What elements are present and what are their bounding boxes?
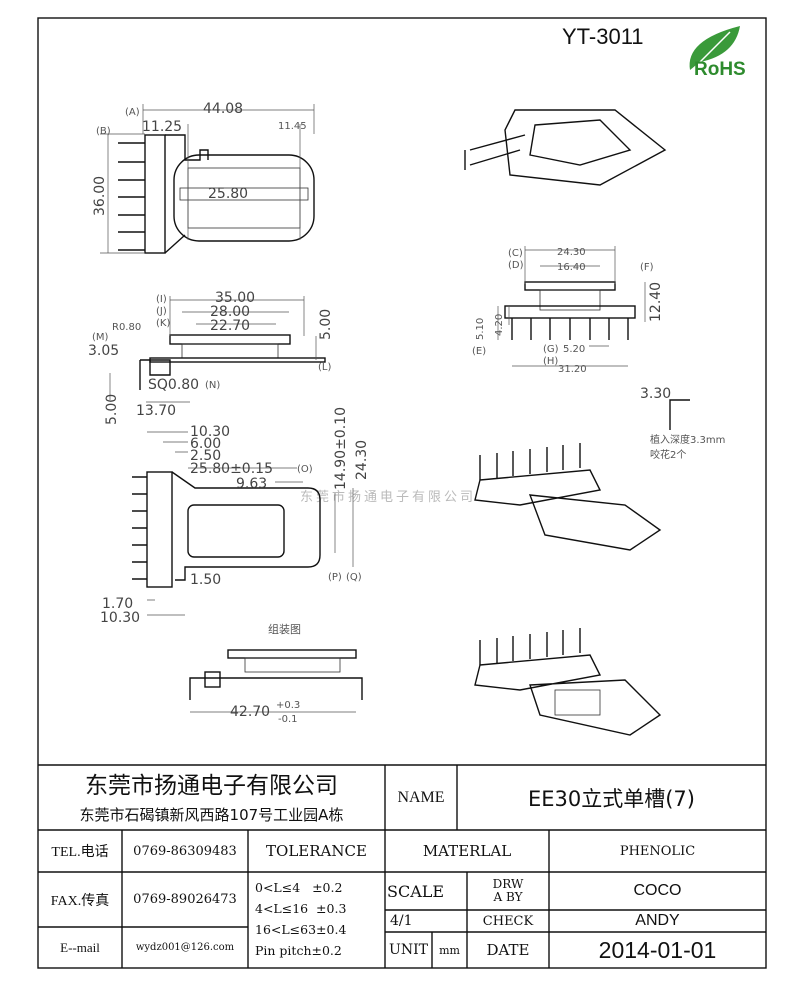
svg-text:3.30: 3.30 (640, 386, 671, 402)
company-name: 东莞市扬通电子有限公司 (85, 773, 338, 799)
rohs-logo: RoHS (689, 26, 746, 80)
svg-text:组装图: 组装图 (268, 622, 301, 636)
assembly-view: 组装图 42.70 +0.3 -0.1 (189, 622, 363, 725)
isometric-view-middle (474, 443, 662, 551)
svg-text:42.70: 42.70 (230, 704, 270, 720)
svg-text:(M): (M) (92, 332, 109, 343)
svg-text:28.00: 28.00 (210, 304, 250, 320)
top-view: (A) (B) 44.08 11.25 11.45 25.80 36.00 (92, 101, 315, 254)
svg-text:(L): (L) (318, 362, 331, 373)
scale-label: SCALE (387, 881, 445, 901)
svg-text:植入深度3.3mm: 植入深度3.3mm (650, 433, 725, 446)
svg-text:(K): (K) (156, 318, 170, 329)
watermark: 东莞市扬通电子有限公司 (300, 489, 476, 504)
svg-text:6.00: 6.00 (190, 436, 221, 452)
svg-text:5.10: 5.10 (475, 318, 486, 340)
drawn-by-value: COCO (633, 882, 682, 899)
svg-text:4.20: 4.20 (494, 314, 505, 336)
svg-text:(P): (P) (328, 572, 342, 583)
svg-text:R0.80: R0.80 (112, 322, 141, 333)
front-view: (C) (D) (E) (F) (G) (H) 24.30 16.40 12.4… (472, 246, 664, 375)
bottom-view: 10.30 6.00 2.50 25.80±0.15 (O) 9.63 14.9… (100, 407, 370, 626)
svg-text:10.30: 10.30 (100, 610, 140, 626)
date-label: DATE (486, 941, 530, 959)
svg-text:(Q): (Q) (346, 572, 362, 583)
svg-text:(I): (I) (156, 294, 167, 305)
svg-text:(G): (G) (543, 344, 559, 355)
svg-text:(E): (E) (472, 346, 486, 357)
svg-text:(N): (N) (205, 380, 220, 391)
svg-text:5.20: 5.20 (563, 344, 585, 355)
svg-text:22.70: 22.70 (210, 318, 250, 334)
svg-text:16.40: 16.40 (557, 262, 586, 273)
sheet-border (37, 17, 767, 969)
svg-text:11.25: 11.25 (142, 119, 182, 135)
name-label: NAME (397, 788, 445, 806)
svg-text:(C): (C) (508, 248, 523, 259)
check-value: ANDY (635, 912, 680, 929)
svg-text:36.00: 36.00 (92, 176, 108, 216)
material-value: PHENOLIC (619, 843, 696, 859)
svg-text:咬花2个: 咬花2个 (650, 448, 686, 461)
email-value: wydz001@126.com (135, 942, 235, 953)
side-view: (I) (J) (K) (L) (M) (N) 35.00 28.00 22.7… (88, 290, 334, 425)
svg-text:24.30: 24.30 (354, 440, 370, 480)
tolerance-row: 4<L≤16 ±0.3 (255, 901, 347, 916)
scale-value: 4/1 (390, 913, 413, 929)
svg-text:SQ0.80: SQ0.80 (148, 377, 199, 393)
svg-text:(O): (O) (297, 464, 313, 475)
name-value: EE30立式单槽(7) (527, 786, 695, 811)
svg-text:5.00: 5.00 (318, 309, 334, 340)
svg-text:+0.3: +0.3 (276, 700, 300, 711)
isometric-view-top (464, 109, 667, 186)
tolerance-row: 16<L≤63±0.4 (255, 922, 347, 937)
tolerance-label: TOLERANCE (266, 842, 367, 860)
svg-text:(A): (A) (125, 107, 140, 118)
svg-text:1.50: 1.50 (190, 572, 221, 588)
svg-text:3.05: 3.05 (88, 343, 119, 359)
svg-text:25.80±0.15: 25.80±0.15 (190, 461, 273, 477)
isometric-view-bottom (474, 628, 662, 736)
svg-text:35.00: 35.00 (215, 290, 255, 306)
svg-text:12.40: 12.40 (648, 282, 664, 322)
svg-text:RoHS: RoHS (694, 59, 746, 80)
unit-value: mm (439, 943, 460, 957)
svg-text:9.63: 9.63 (236, 476, 267, 492)
tolerance-row: 0<L≤4 ±0.2 (255, 880, 343, 895)
svg-text:(F): (F) (640, 262, 654, 273)
svg-text:5.00: 5.00 (104, 394, 120, 425)
check-label: CHECK (482, 913, 534, 929)
svg-text:(H): (H) (543, 356, 558, 367)
svg-text:(D): (D) (508, 260, 524, 271)
email-label: E--mail (60, 939, 100, 955)
tel-label: TEL.电话 (51, 845, 109, 860)
date-value: 2014-01-01 (598, 936, 717, 963)
svg-text:44.08: 44.08 (203, 101, 243, 117)
svg-text:2.50: 2.50 (190, 448, 221, 464)
unit-label: UNIT (389, 942, 428, 958)
svg-text:13.70: 13.70 (136, 403, 176, 419)
material-label: MATERLAL (422, 842, 512, 860)
pin-detail: 3.30 植入深度3.3mm 咬花2个 (640, 386, 725, 461)
svg-text:31.20: 31.20 (558, 364, 587, 375)
tel-value: 0769-86309483 (133, 843, 237, 859)
svg-text:24.30: 24.30 (557, 247, 586, 258)
svg-text:(B): (B) (96, 126, 111, 137)
svg-text:(J): (J) (156, 306, 167, 317)
svg-text:10.30: 10.30 (190, 424, 230, 440)
fax-value: 0769-89026473 (133, 892, 237, 907)
title-block-grid (38, 764, 766, 968)
drawn-by-label: DRWA BY (492, 877, 524, 904)
company-address: 东莞市石碣镇新风西路107号工业园A栋 (79, 805, 344, 824)
svg-text:-0.1: -0.1 (278, 714, 298, 725)
svg-text:1.70: 1.70 (102, 596, 133, 612)
part-number: YT-3011 (562, 24, 644, 49)
svg-text:11.45: 11.45 (278, 121, 307, 132)
svg-text:25.80: 25.80 (208, 186, 248, 202)
svg-text:14.90±0.10: 14.90±0.10 (333, 407, 349, 490)
tolerance-row: Pin pitch±0.2 (255, 943, 342, 958)
fax-label: FAX.传真 (50, 893, 110, 909)
